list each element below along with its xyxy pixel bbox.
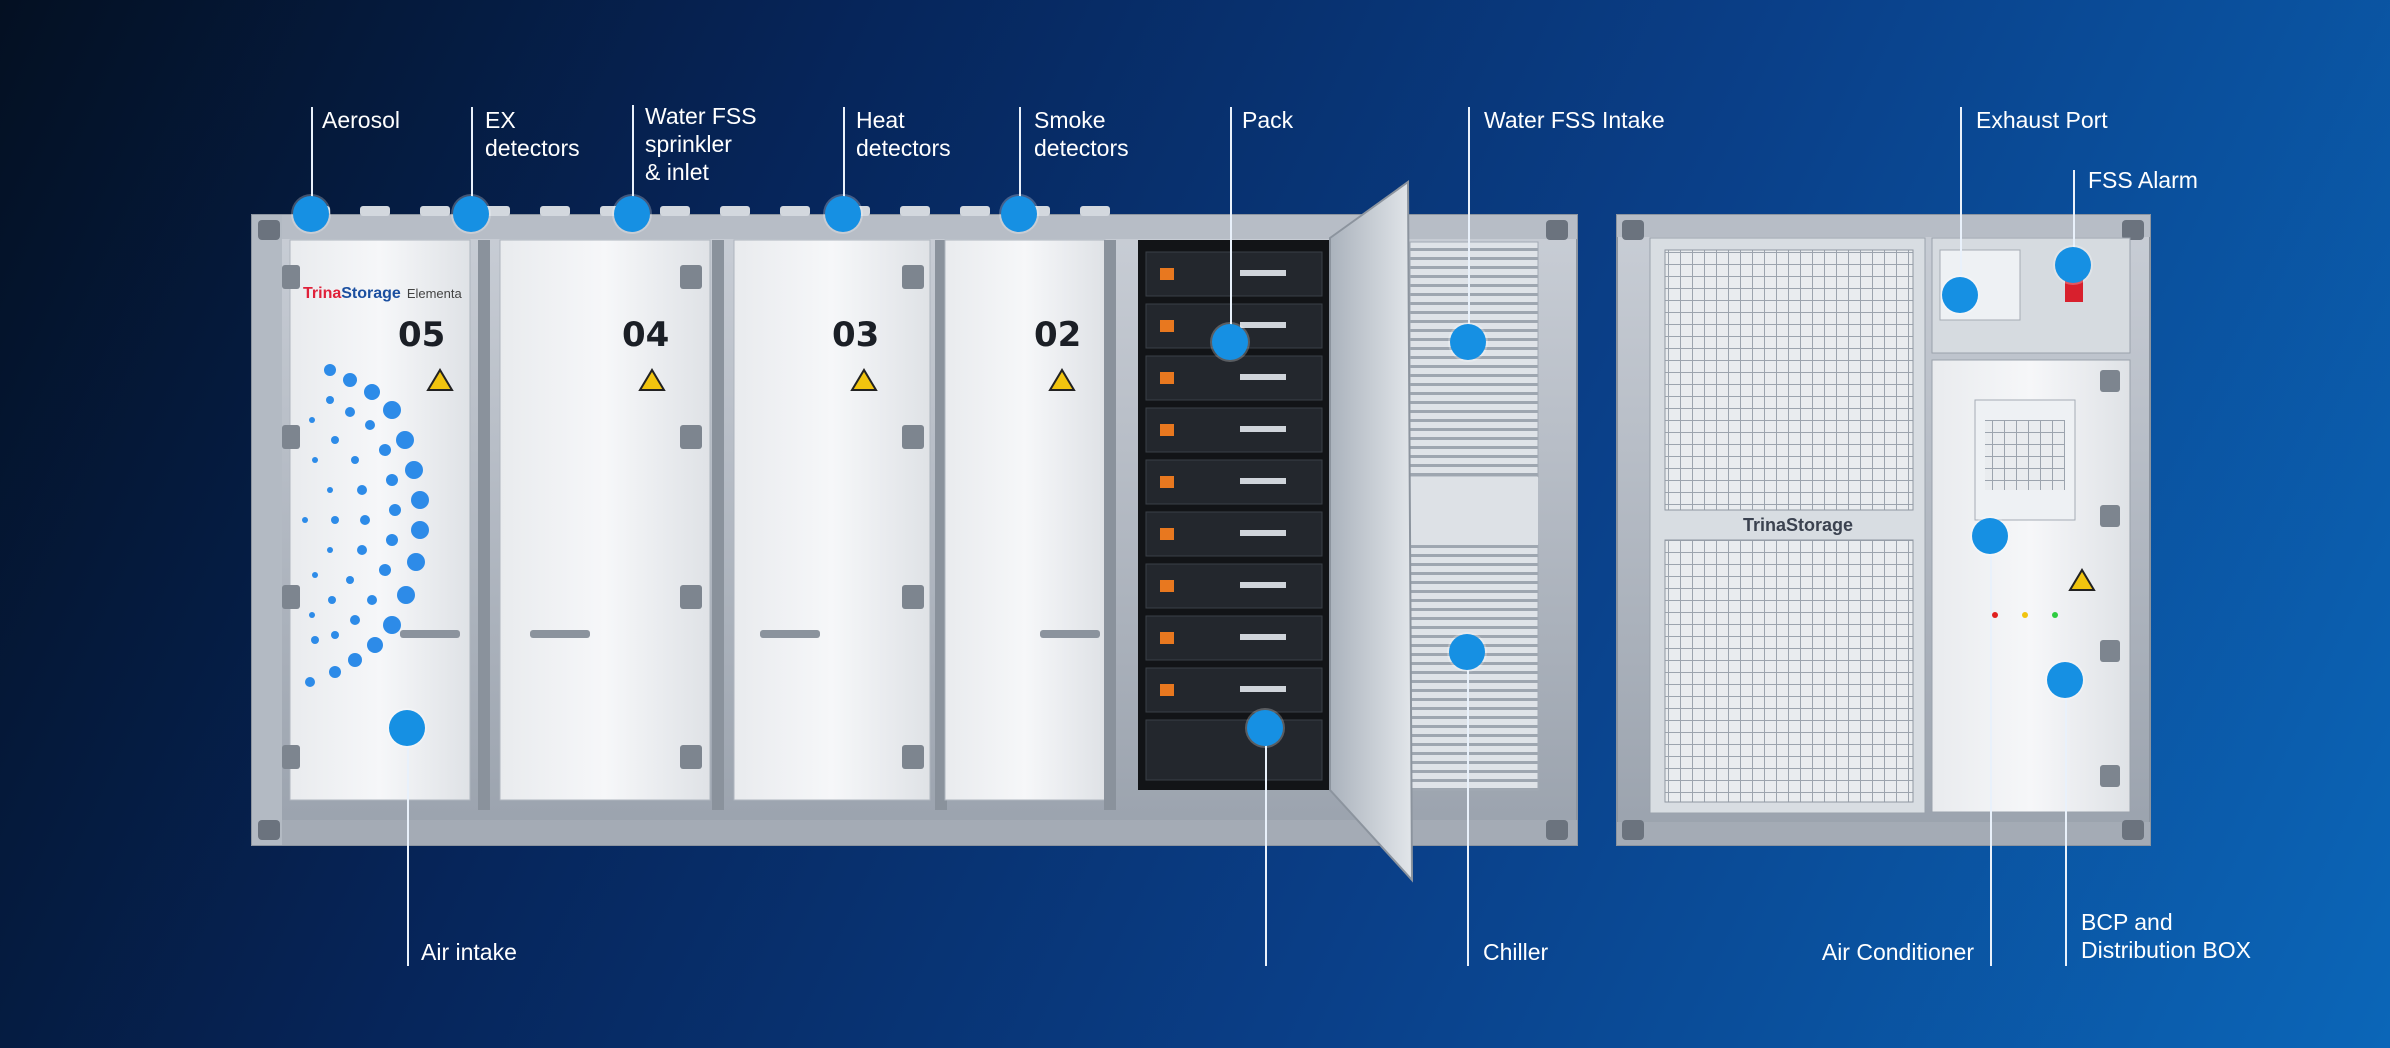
heat-detectors-marker[interactable] [825, 196, 861, 232]
smoke-detectors-marker[interactable] [1001, 196, 1037, 232]
side-unit-brand-logo: TrinaStorage [1743, 515, 1854, 535]
air-conditioner-leader-line [1990, 536, 1992, 966]
smoke-detectors-leader-line [1019, 107, 1021, 214]
air-intake-leader-line [407, 728, 409, 966]
pack-leader-line [1230, 107, 1232, 342]
auxiliary-unit [1616, 214, 2151, 846]
exhaust-port-marker[interactable] [1942, 277, 1978, 313]
door-number-04: 04 [622, 315, 670, 355]
water-fss-sprinkler-leader-line [632, 105, 634, 214]
exhaust-port-label: Exhaust Port [1976, 107, 2108, 133]
bcp-distribution-box-label: BCP and Distribution BOX [2081, 909, 2252, 963]
container-doors [282, 239, 1116, 810]
chiller-label: Chiller [1483, 939, 1549, 965]
door-number-02: 02 [1034, 315, 1082, 355]
ex-detectors-label: EX detectors [485, 107, 580, 161]
aerosol-marker[interactable] [293, 196, 329, 232]
chiller-leader-line [1467, 652, 1469, 966]
aerosol-leader-line [311, 107, 313, 214]
water-fss-intake-label: Water FSS Intake [1484, 107, 1665, 133]
air-conditioner-marker[interactable] [1972, 518, 2008, 554]
door-number-05: 05 [398, 315, 446, 355]
heat-detectors-leader-line [843, 107, 845, 214]
chiller-marker[interactable] [1449, 634, 1485, 670]
water-fss-intake-marker[interactable] [1450, 324, 1486, 360]
fss-alarm-marker[interactable] [2055, 247, 2091, 283]
bcp-distribution-leader-line [2065, 680, 2067, 966]
rack-bottom-leader-line [1265, 728, 1267, 966]
rack-bottom-marker[interactable] [1247, 710, 1283, 746]
exhaust-port-leader-line [1960, 107, 1962, 295]
pack-marker[interactable] [1212, 324, 1248, 360]
pack-label: Pack [1242, 107, 1294, 133]
water-fss-sprinkler-label: Water FSS sprinkler & inlet [645, 103, 757, 185]
fss-alarm-label: FSS Alarm [2088, 167, 2198, 193]
air-intake-marker[interactable] [389, 710, 425, 746]
water-fss-intake-leader-line [1468, 107, 1470, 342]
air-intake-label: Air intake [421, 939, 517, 965]
smoke-detectors-label: Smoke detectors [1034, 107, 1129, 161]
door-number-03: 03 [832, 315, 880, 355]
air-conditioner-label: Air Conditioner [1821, 939, 1974, 965]
aerosol-label: Aerosol [322, 107, 400, 133]
battery-rack [1138, 240, 1330, 790]
bcp-distribution-marker[interactable] [2047, 662, 2083, 698]
ex-detectors-marker[interactable] [453, 196, 489, 232]
heat-detectors-label: Heat detectors [856, 107, 951, 161]
ex-detectors-leader-line [471, 107, 473, 214]
open-door [1329, 180, 1414, 883]
fss-alarm-leader-line [2073, 170, 2075, 265]
water-fss-sprinkler-marker[interactable] [614, 196, 650, 232]
